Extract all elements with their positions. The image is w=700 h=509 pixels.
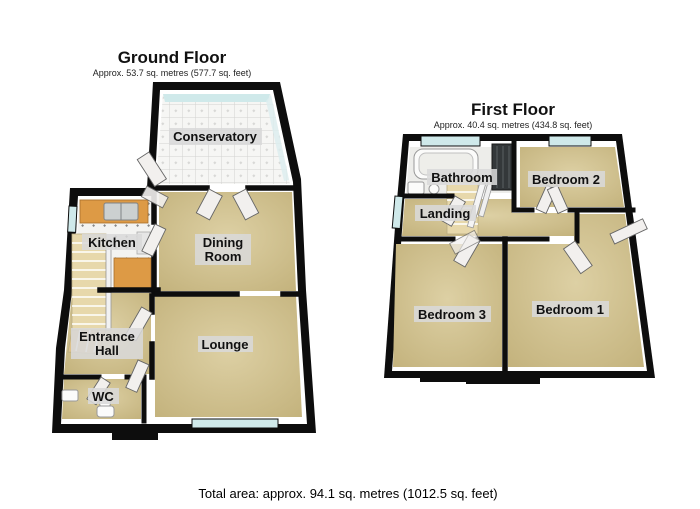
ground-floor-subtitle: Approx. 53.7 sq. metres (577.7 sq. feet) [93, 68, 252, 78]
bedroom1-wardrobe-door [609, 218, 648, 245]
conservatory-glazing-right [266, 95, 289, 181]
label-entrance-line2: Hall [95, 343, 119, 358]
label-dining-line1: Dining [203, 235, 243, 250]
french-door-left [195, 188, 223, 221]
lounge-window [191, 418, 279, 429]
ground-floor-plan: Ground Floor Approx. 53.7 sq. metres (57… [52, 48, 316, 440]
french-door-right [232, 188, 260, 221]
bathroom-toilet [428, 183, 440, 195]
bedroom2-window [548, 135, 592, 147]
first-floor-plan: First Floor Approx. 40.4 sq. metres (434… [384, 100, 655, 384]
bedroom3-door-leaf [449, 229, 481, 255]
bathroom-sink [407, 181, 425, 195]
front-door [125, 359, 150, 393]
bedroom2-door-right [546, 184, 569, 215]
bedroom1-door [562, 240, 593, 275]
landing-window [391, 195, 404, 230]
label-wc: WC [92, 389, 114, 404]
label-landing: Landing [420, 206, 471, 221]
conservatory-exterior-door-leaf [140, 185, 169, 209]
stair-banister [105, 239, 112, 331]
label-lounge: Lounge [202, 337, 249, 352]
conservatory-exterior-door [136, 151, 168, 188]
label-kitchen: Kitchen [88, 235, 136, 250]
first-floor-labels: Bathroom Bedroom 2 Landing Bedroom 3 Bed… [414, 169, 609, 322]
first-floor-interior-walls [395, 136, 636, 372]
label-conservatory: Conservatory [173, 129, 258, 144]
porch-step [112, 433, 158, 440]
kitchen-counter-side [113, 257, 152, 289]
first-floor-subtitle: Approx. 40.4 sq. metres (434.8 sq. feet) [434, 120, 593, 130]
label-bathroom: Bathroom [431, 170, 492, 185]
first-floor-title: First Floor [471, 100, 555, 119]
label-bedroom3: Bedroom 3 [418, 307, 486, 322]
conservatory-glazing-top [163, 94, 270, 102]
room-bedroom3-floor [393, 244, 502, 367]
wc-toilet [96, 405, 115, 418]
first-floor-wall-step1 [420, 378, 466, 382]
label-bedroom1: Bedroom 1 [536, 302, 604, 317]
wc-sink [61, 389, 79, 402]
kitchen-side-window [67, 205, 78, 233]
room-bedroom1-floor [508, 214, 644, 367]
room-lounge-floor [155, 296, 302, 417]
label-entrance-line1: Entrance [79, 329, 135, 344]
ground-floor-title: Ground Floor [118, 48, 227, 67]
ground-floor-labels: Conservatory Kitchen Dining Room Entranc… [71, 128, 262, 404]
label-bedroom2: Bedroom 2 [532, 172, 600, 187]
bathroom-window [420, 135, 481, 147]
label-dining-line2: Room [205, 249, 242, 264]
kitchen-door [141, 223, 167, 257]
first-floor-wall-step2 [466, 378, 540, 384]
total-area-text: Total area: approx. 94.1 sq. metres (101… [198, 486, 497, 501]
